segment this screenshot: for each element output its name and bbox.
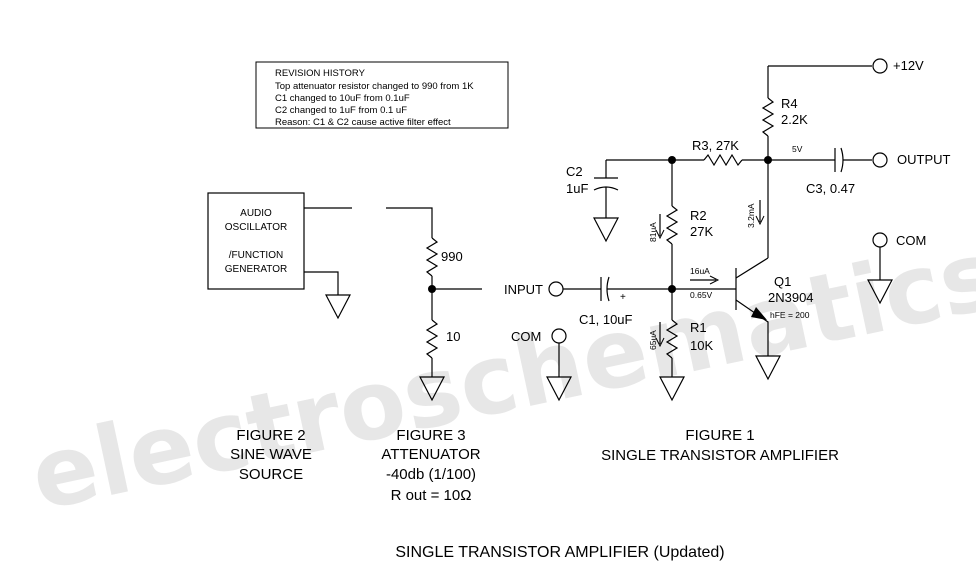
attenuator-r-top-label: 990: [441, 249, 463, 264]
r4-name: R4: [781, 96, 798, 111]
caption-line: FIGURE 2: [236, 427, 305, 444]
r1-current: 65uA: [648, 330, 658, 350]
resistor-10: [425, 319, 439, 359]
resistor-r1: [665, 319, 679, 359]
c2-value: 1uF: [566, 181, 588, 196]
r2-current: 81uA: [648, 222, 658, 242]
figure-2-caption: FIGURE 2 SINE WAVE SOURCE: [230, 427, 312, 483]
ground-symbol: [867, 279, 893, 305]
attenuator-r-bottom-label: 10: [446, 329, 460, 344]
revision-history-box: REVISION HISTORY Top attenuator resistor…: [255, 61, 509, 129]
revision-line: C2 changed to 1uF from 0.1 uF: [275, 105, 407, 116]
input-terminal: [548, 281, 564, 297]
resistor-r4: [761, 97, 775, 137]
ground-symbol: [593, 217, 619, 243]
caption-line: -40db (1/100): [386, 466, 476, 483]
com-right-label: COM: [896, 233, 926, 248]
transistor-q1: [735, 257, 769, 356]
r1-name: R1: [690, 320, 707, 335]
ground-symbol: [419, 376, 445, 402]
output-label: OUTPUT: [897, 152, 951, 167]
ground-symbol: [546, 376, 572, 402]
input-label: INPUT: [504, 282, 543, 297]
c2-name: C2: [566, 164, 583, 179]
attenuator: 990 10: [386, 207, 482, 402]
com-terminal: [551, 328, 567, 344]
ground-symbol: [755, 355, 781, 381]
com-left-label: COM: [511, 329, 541, 344]
r1-value: 10K: [690, 338, 713, 353]
caption-line: FIGURE 3: [396, 427, 465, 444]
supply-terminal: [872, 58, 888, 74]
q1-type: 2N3904: [768, 290, 814, 305]
caption-line: SINGLE TRANSISTOR AMPLIFIER: [601, 447, 839, 464]
resistor-r3: [703, 153, 743, 167]
com-terminal: [872, 232, 888, 248]
caption-line: SOURCE: [239, 466, 303, 483]
caption-line: R out = 10Ω: [391, 487, 472, 504]
c3-plate: [840, 147, 844, 173]
figure-3-caption: FIGURE 3 ATTENUATOR -40db (1/100) R out …: [381, 427, 480, 504]
figure-1-caption: FIGURE 1 SINGLE TRANSISTOR AMPLIFIER: [601, 427, 839, 464]
r2-value: 27K: [690, 224, 713, 239]
ground-symbol: [659, 376, 685, 402]
collector-current: 3.2mA: [746, 203, 756, 228]
oscillator-block: AUDIO OSCILLATOR /FUNCTION GENERATOR: [207, 192, 352, 320]
r2-name: R2: [690, 208, 707, 223]
q1-hfe: hFE = 200: [770, 310, 810, 320]
revision-heading: REVISION HISTORY: [275, 68, 366, 79]
r3-label: R3, 27K: [692, 138, 739, 153]
watermark: electroschematics.com: [21, 164, 976, 532]
resistor-990: [425, 237, 439, 277]
q1-name: Q1: [774, 274, 791, 289]
oscillator-label: /FUNCTION: [229, 250, 283, 261]
revision-line: Top attenuator resistor changed to 990 f…: [275, 81, 474, 92]
ground-symbol: [325, 294, 351, 320]
amplifier: +12V R4 2.2K 5V OUTPUT C3, 0.47 3.2mA R3…: [504, 58, 951, 402]
r4-value: 2.2K: [781, 112, 808, 127]
revision-line: Reason: C1 & C2 cause active filter effe…: [275, 117, 451, 128]
c1-polarity: +: [620, 292, 626, 303]
c3-label: C3, 0.47: [806, 181, 855, 196]
caption-line: FIGURE 1: [685, 427, 754, 444]
caption-line: ATTENUATOR: [381, 446, 480, 463]
resistor-r2: [665, 205, 679, 245]
page-title: SINGLE TRANSISTOR AMPLIFIER (Updated): [395, 544, 724, 561]
supply-label: +12V: [893, 58, 924, 73]
collector-voltage: 5V: [792, 144, 803, 154]
output-terminal: [872, 152, 888, 168]
caption-line: SINE WAVE: [230, 446, 312, 463]
c1-label: C1, 10uF: [579, 312, 633, 327]
oscillator-label: OSCILLATOR: [225, 222, 287, 233]
revision-line: C1 changed to 10uF from 0.1uF: [275, 93, 410, 104]
oscillator-label: GENERATOR: [225, 264, 287, 275]
base-current: 16uA: [690, 266, 710, 276]
oscillator-label: AUDIO: [240, 208, 272, 219]
base-voltage: 0.65V: [690, 290, 713, 300]
